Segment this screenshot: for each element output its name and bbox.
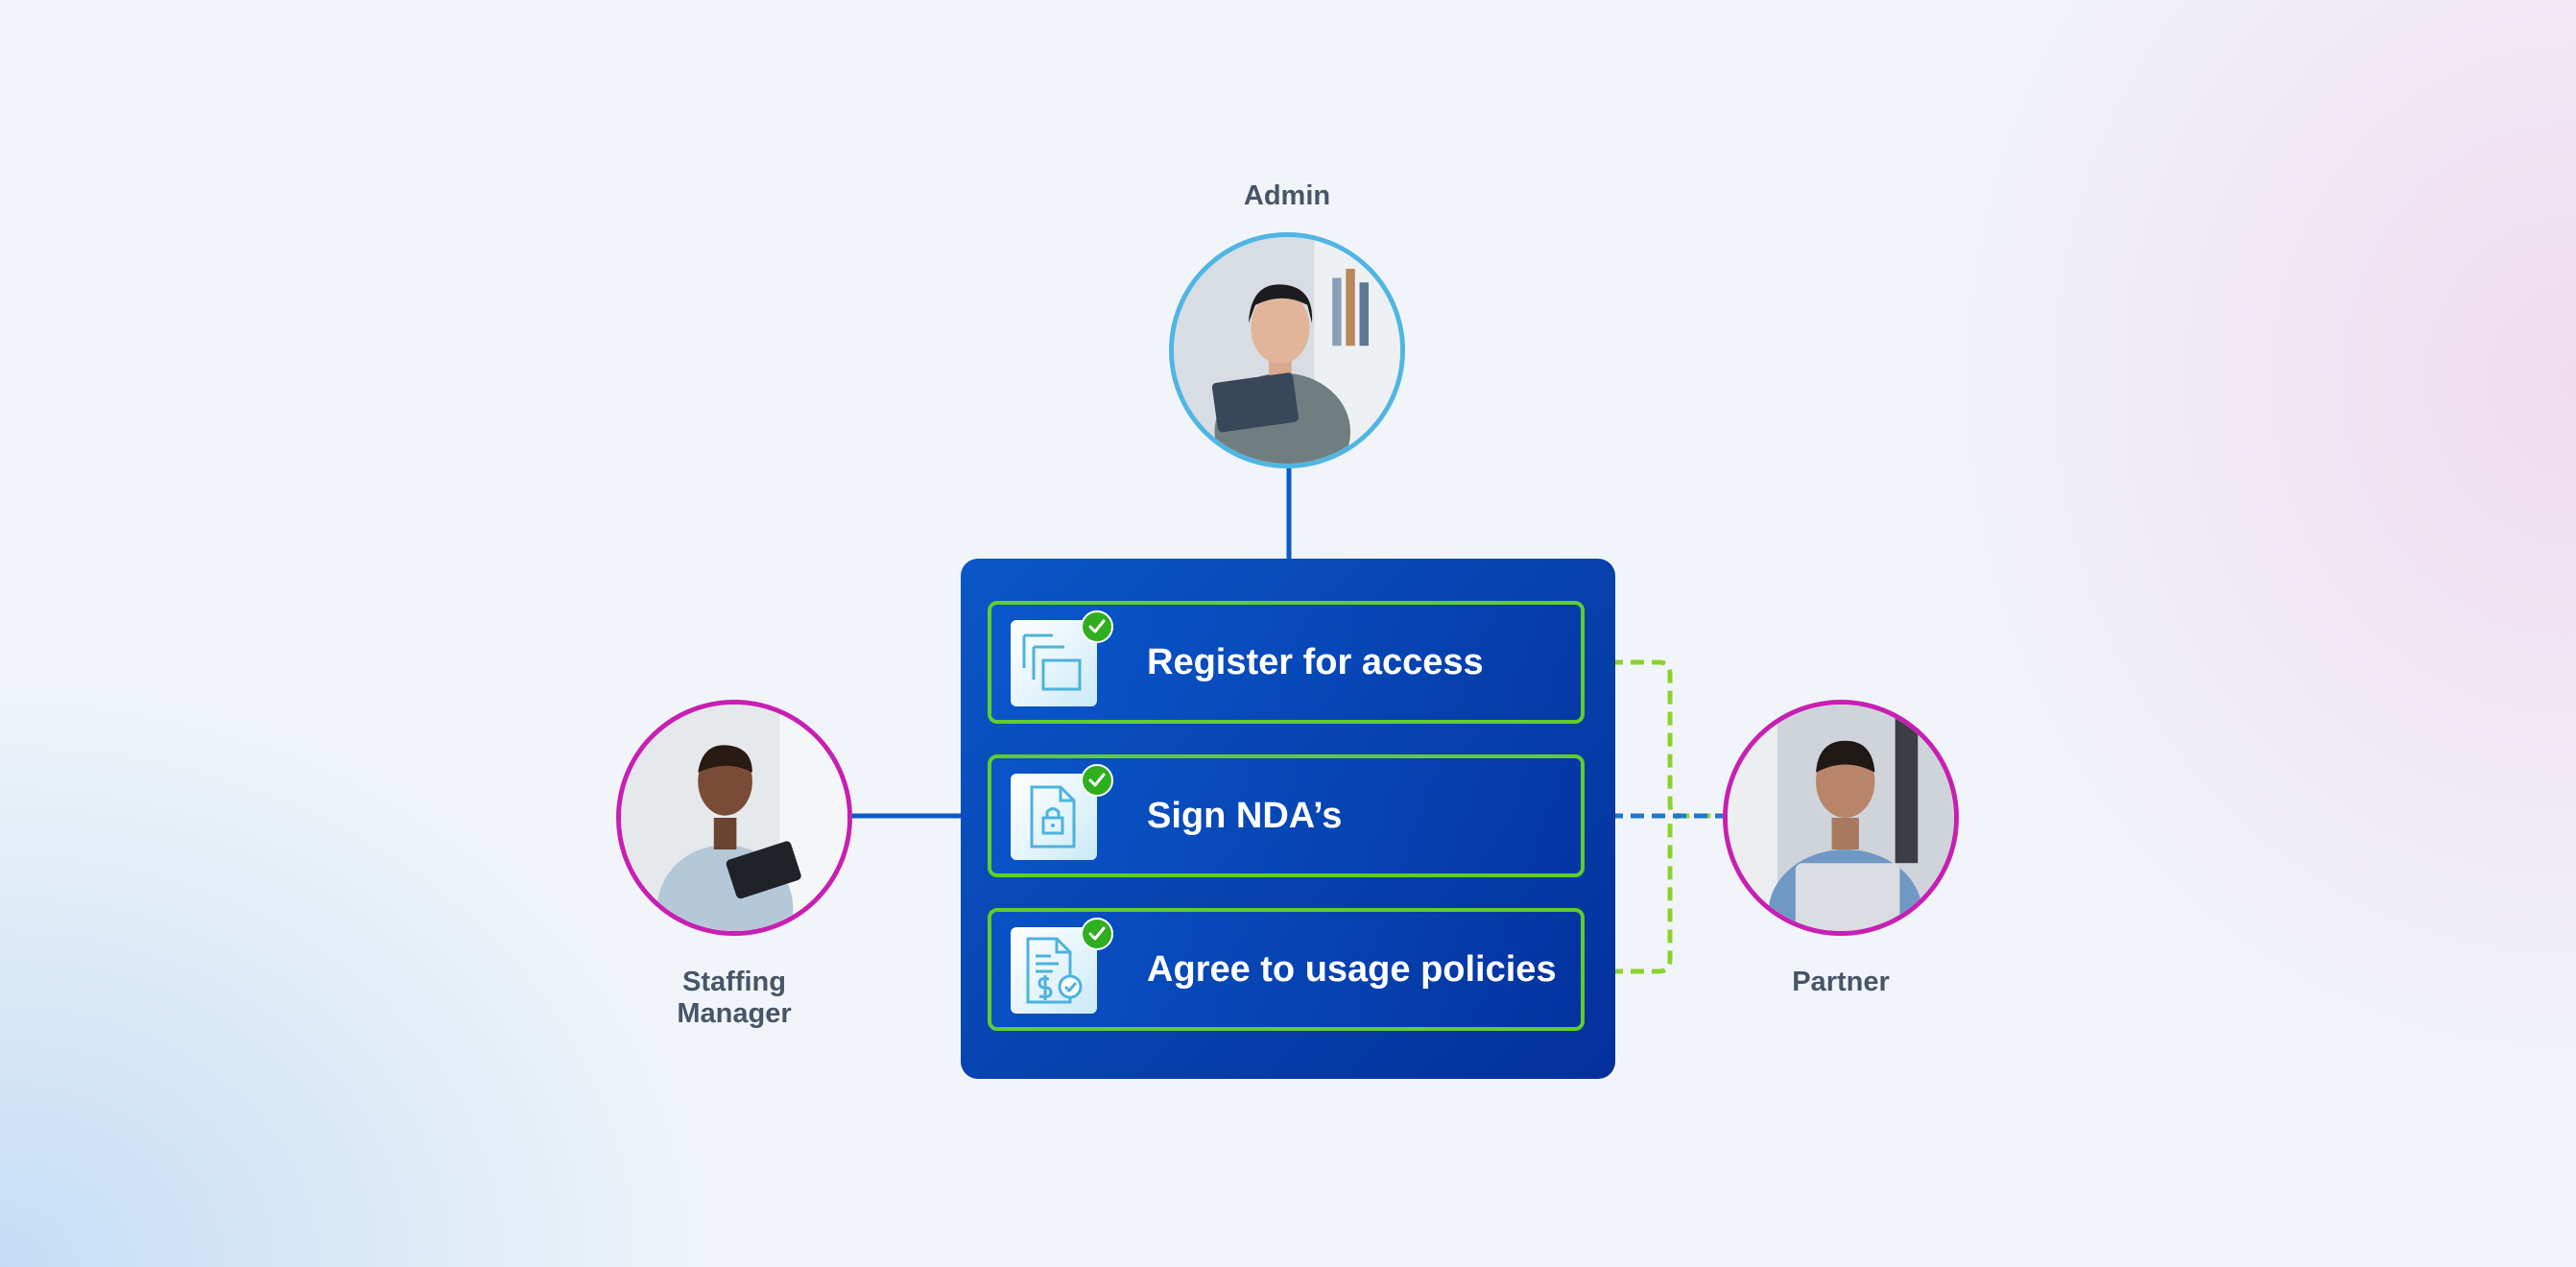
staffing-manager-photo-illustration <box>621 705 847 931</box>
partner-name: Partner <box>1792 967 1890 997</box>
admin-avatar <box>1169 232 1405 468</box>
admin-label: Admin <box>1167 180 1407 212</box>
partner-label: Partner <box>1721 967 1961 998</box>
partner-photo-illustration <box>1728 705 1954 931</box>
step-sign-ndas: Sign NDA’s <box>988 754 1585 877</box>
checkmark-icon <box>1081 764 1113 797</box>
locked-document-icon <box>1011 774 1097 860</box>
admin-name: Admin <box>1243 180 1331 211</box>
staffing-manager-label: Staffing Manager <box>614 967 854 1030</box>
onboarding-steps-panel: Register for access Sign NDA’s <box>961 559 1615 1079</box>
step-label: Agree to usage policies <box>1147 949 1557 990</box>
step-register-for-access: Register for access <box>988 601 1585 724</box>
checkmark-icon <box>1081 610 1113 643</box>
staffing-manager-name: Staffing Manager <box>677 967 792 1029</box>
admin-photo-illustration <box>1174 237 1400 464</box>
step-label: Sign NDA’s <box>1147 796 1343 836</box>
checkmark-icon <box>1081 918 1113 950</box>
staffing-manager-avatar <box>616 700 852 936</box>
partner-avatar <box>1723 700 1959 936</box>
step-label: Register for access <box>1147 642 1484 682</box>
step-agree-to-usage-policies: Agree to usage policies <box>988 908 1585 1031</box>
